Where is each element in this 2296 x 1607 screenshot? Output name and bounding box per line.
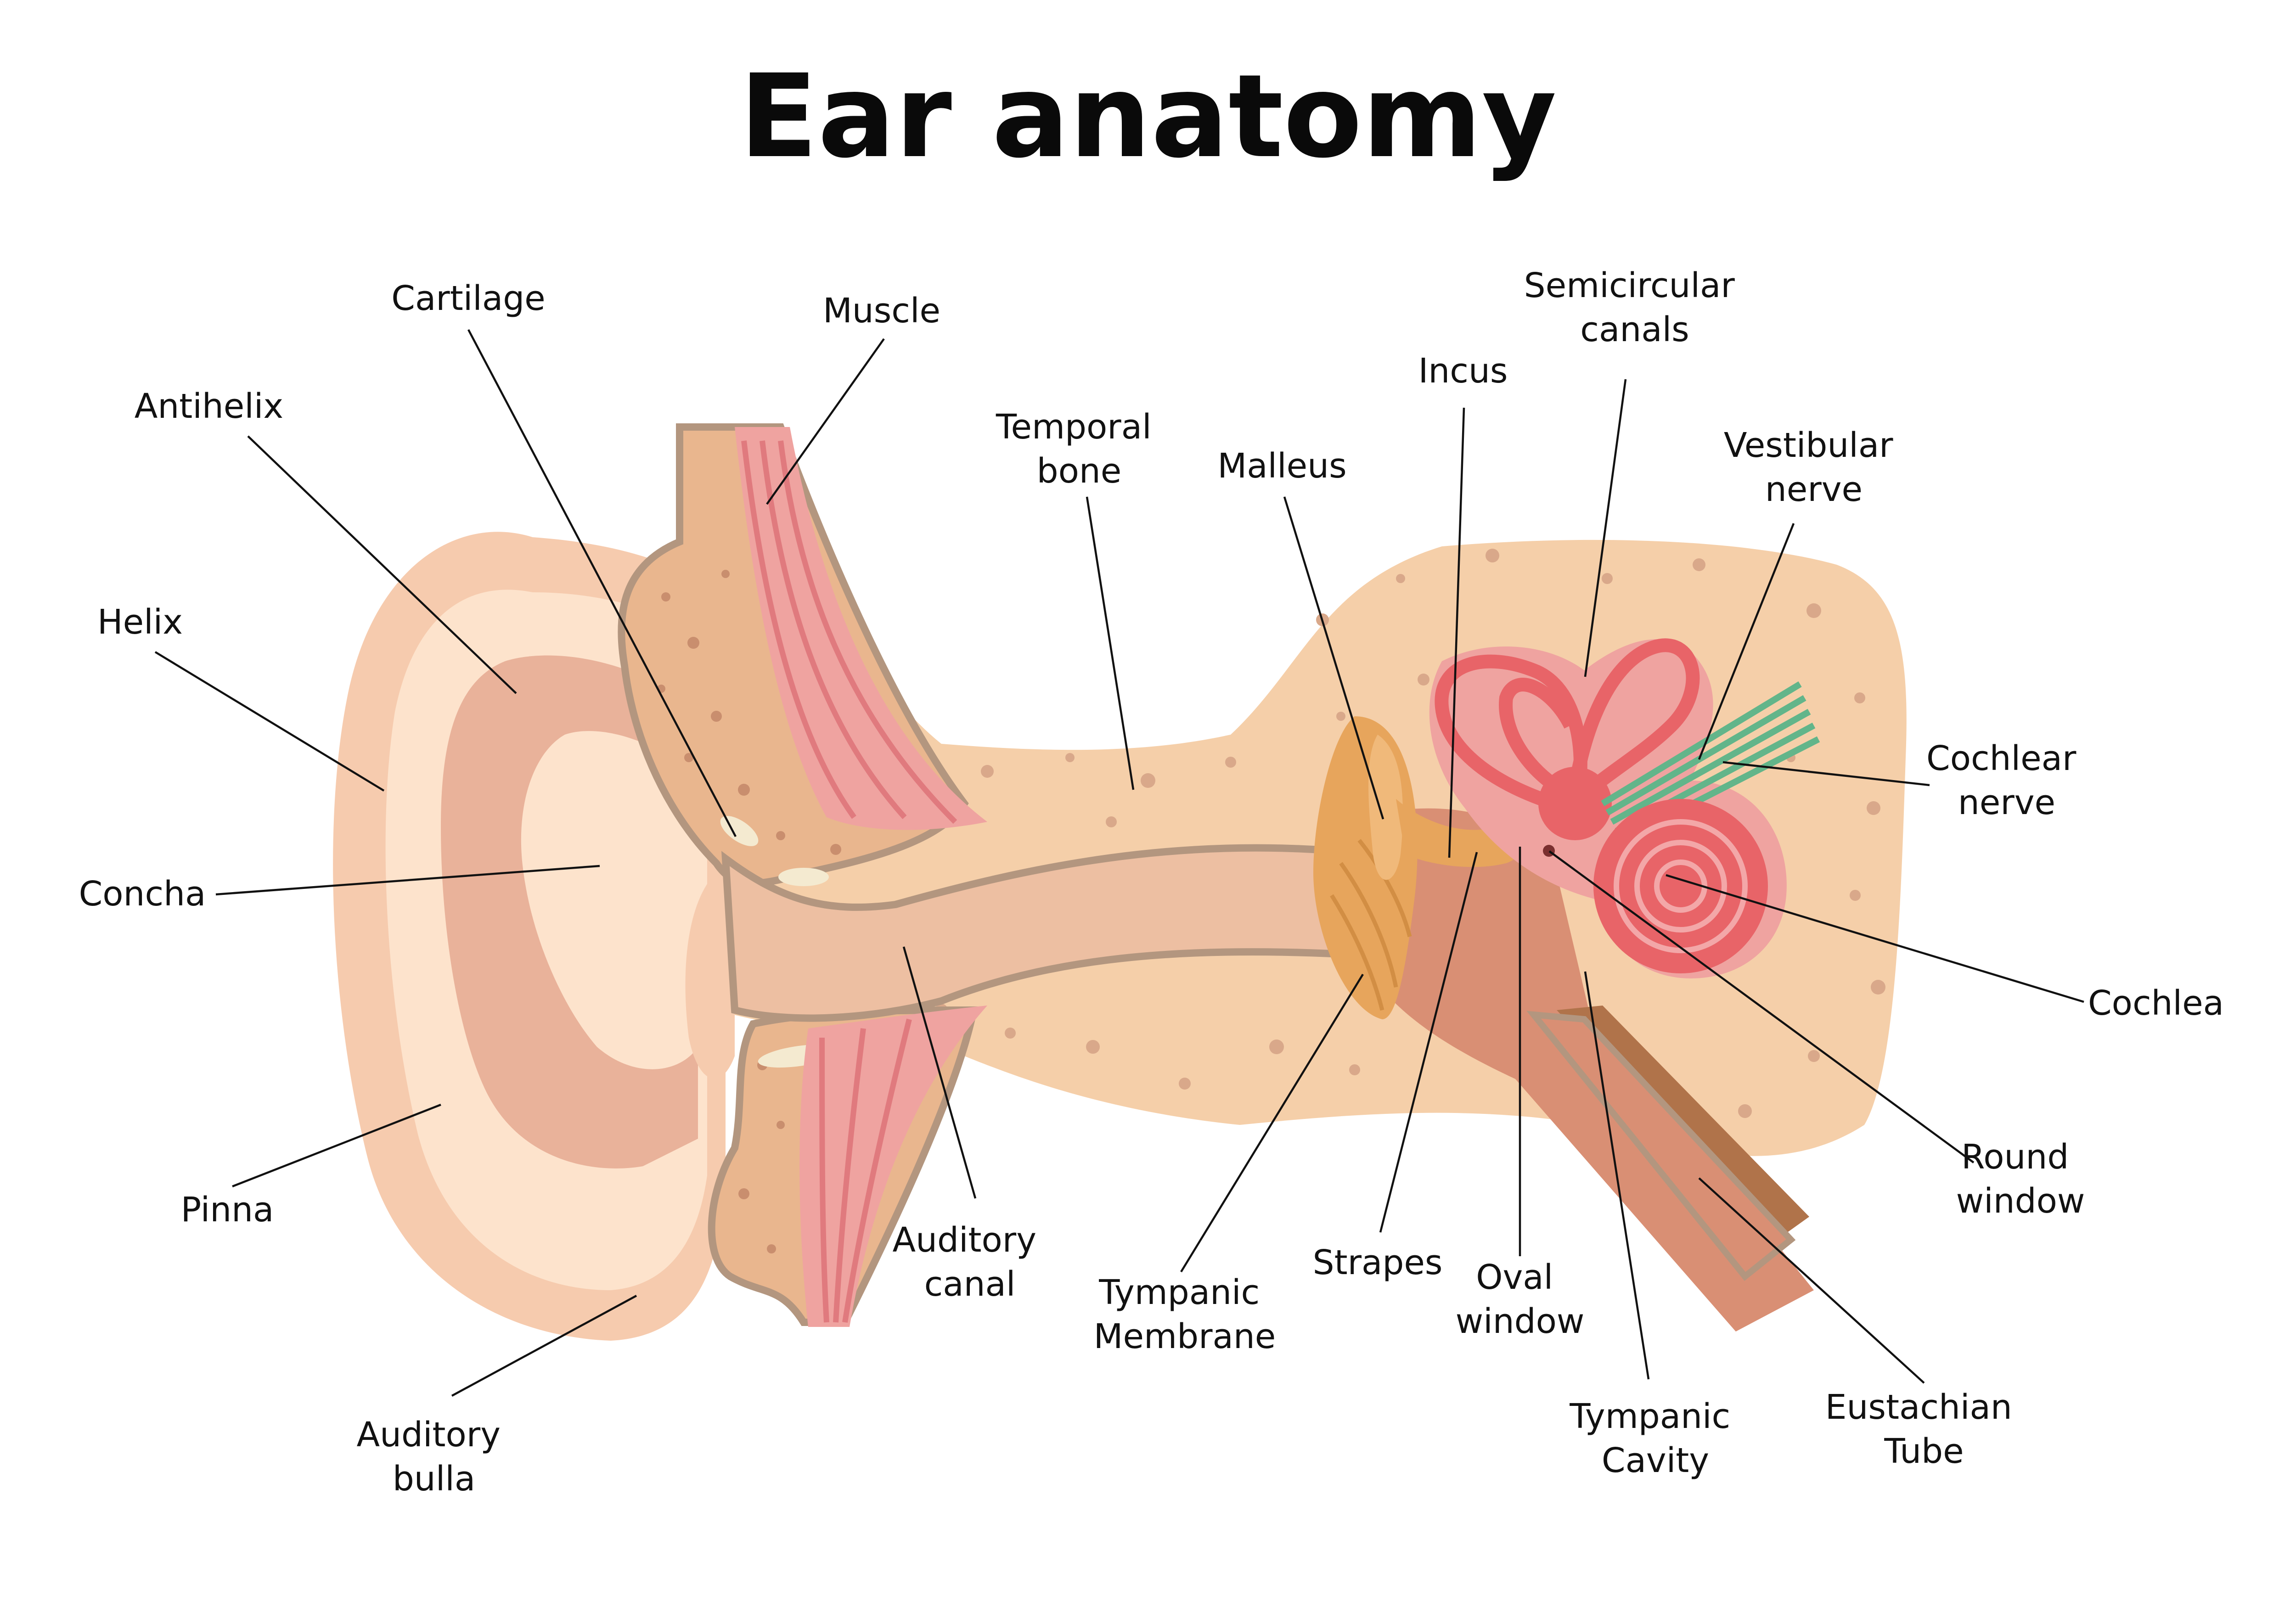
leader-tympanic-membrane [1180, 973, 1364, 1273]
label-tympanic-membrane-line-2: Membrane [1094, 1317, 1276, 1356]
label-muscle: Muscle [823, 291, 940, 331]
label-helix: Helix [97, 602, 183, 642]
vestibule [1538, 767, 1612, 840]
label-oval-window-line-2: window [1456, 1302, 1585, 1341]
label-eustachian-tube-line-1: Eustachian [1825, 1388, 2012, 1427]
semicircular-canals-shape [1435, 638, 1700, 815]
label-tympanic-membrane-line-1: Tympanic [1098, 1273, 1260, 1312]
tragus-shape [685, 872, 735, 1079]
leader-incus [1448, 407, 1465, 858]
upper-muscle-fibers [741, 440, 957, 824]
label-temporal-bone: Temporal bone [996, 407, 1162, 491]
leader-semicircular-canals [1584, 379, 1627, 677]
label-tympanic-membrane: Tympanic Membrane [1094, 1273, 1276, 1356]
lower-muscle-fibers [819, 1018, 912, 1323]
tympanic-membrane-lines [1330, 839, 1412, 1011]
diagram-title: Ear anatomy [739, 50, 1557, 183]
label-round-window-line-2: window [1956, 1181, 2085, 1221]
label-auditory-canal: Auditory canal [892, 1220, 1047, 1304]
label-concha: Concha [79, 874, 206, 914]
lower-muscle [799, 1006, 987, 1327]
label-semicircular-canals-line-1: Semicircular [1524, 266, 1735, 305]
label-tympanic-cavity: Tympanic Cavity [1569, 1397, 1741, 1480]
leader-cochlear-nerve [1722, 761, 1930, 787]
label-auditory-bulla-line-1: Auditory [356, 1415, 501, 1455]
label-strapes: Strapes [1313, 1243, 1443, 1282]
bone-speckles [854, 549, 1885, 1118]
leader-cochlea [1666, 874, 2084, 1003]
label-vestibular-nerve-line-1: Vestibular [1724, 426, 1893, 465]
label-eustachian-tube: Eustachian Tube [1825, 1388, 2023, 1471]
label-semicircular-canals: Semicircular canals [1524, 266, 1746, 349]
leader-muscle [766, 338, 885, 505]
label-auditory-canal-line-2: canal [924, 1264, 1016, 1304]
label-temporal-bone-line-1: Temporal [996, 407, 1152, 447]
leader-eustachian-tube [1698, 1177, 1925, 1384]
leader-vestibular-nerve [1698, 523, 1795, 760]
leader-concha [215, 865, 600, 896]
label-cochlear-nerve-line-1: Cochlear [1926, 739, 2077, 778]
leader-helix [154, 651, 385, 792]
label-vestibular-nerve-line-2: nerve [1765, 470, 1863, 509]
leader-strapes [1379, 852, 1478, 1233]
leader-round-window [1548, 850, 1975, 1163]
leader-cartilage [467, 329, 737, 837]
leader-auditory-canal [902, 946, 977, 1199]
label-cochlea: Cochlea [2088, 983, 2224, 1023]
label-oval-window: Oval window [1456, 1258, 1585, 1341]
malleus-shape [1368, 735, 1403, 880]
label-auditory-bulla-line-2: bulla [393, 1459, 475, 1499]
label-cochlear-nerve-line-2: nerve [1958, 783, 2055, 822]
upper-cartilage-nodule-2 [778, 868, 829, 886]
label-vestibular-nerve: Vestibular nerve [1724, 426, 1904, 509]
label-malleus: Malleus [1217, 446, 1346, 486]
label-incus: Incus [1418, 351, 1508, 391]
label-cartilage: Cartilage [391, 279, 545, 318]
label-round-window: Round window [1956, 1137, 2085, 1221]
label-round-window-line-1: Round [1961, 1137, 2069, 1177]
leader-tympanic-cavity [1584, 971, 1650, 1380]
leader-pinna [232, 1103, 441, 1188]
incus-shape [1396, 799, 1523, 867]
eustachian-tube-lumen [1526, 1011, 1796, 1281]
label-eustachian-tube-line-2: Tube [1884, 1432, 1964, 1471]
label-tympanic-cavity-line-1: Tympanic [1569, 1397, 1730, 1436]
label-auditory-bulla: Auditory bulla [356, 1415, 511, 1499]
label-temporal-bone-line-2: bone [1037, 451, 1122, 491]
leader-malleus [1283, 496, 1384, 820]
label-pinna: Pinna [181, 1190, 274, 1230]
label-oval-window-line-1: Oval [1476, 1258, 1553, 1297]
label-tympanic-cavity-line-2: Cavity [1602, 1441, 1709, 1480]
leader-auditory-bulla [451, 1295, 637, 1397]
label-antihelix: Antihelix [135, 387, 283, 426]
label-auditory-canal-line-1: Auditory [892, 1220, 1036, 1260]
label-semicircular-canals-line-2: canals [1580, 310, 1689, 349]
concha-shape [521, 731, 698, 1069]
label-cochlear-nerve: Cochlear nerve [1926, 739, 2087, 822]
leader-temporal-bone [1086, 496, 1135, 790]
leader-antihelix [247, 435, 517, 694]
